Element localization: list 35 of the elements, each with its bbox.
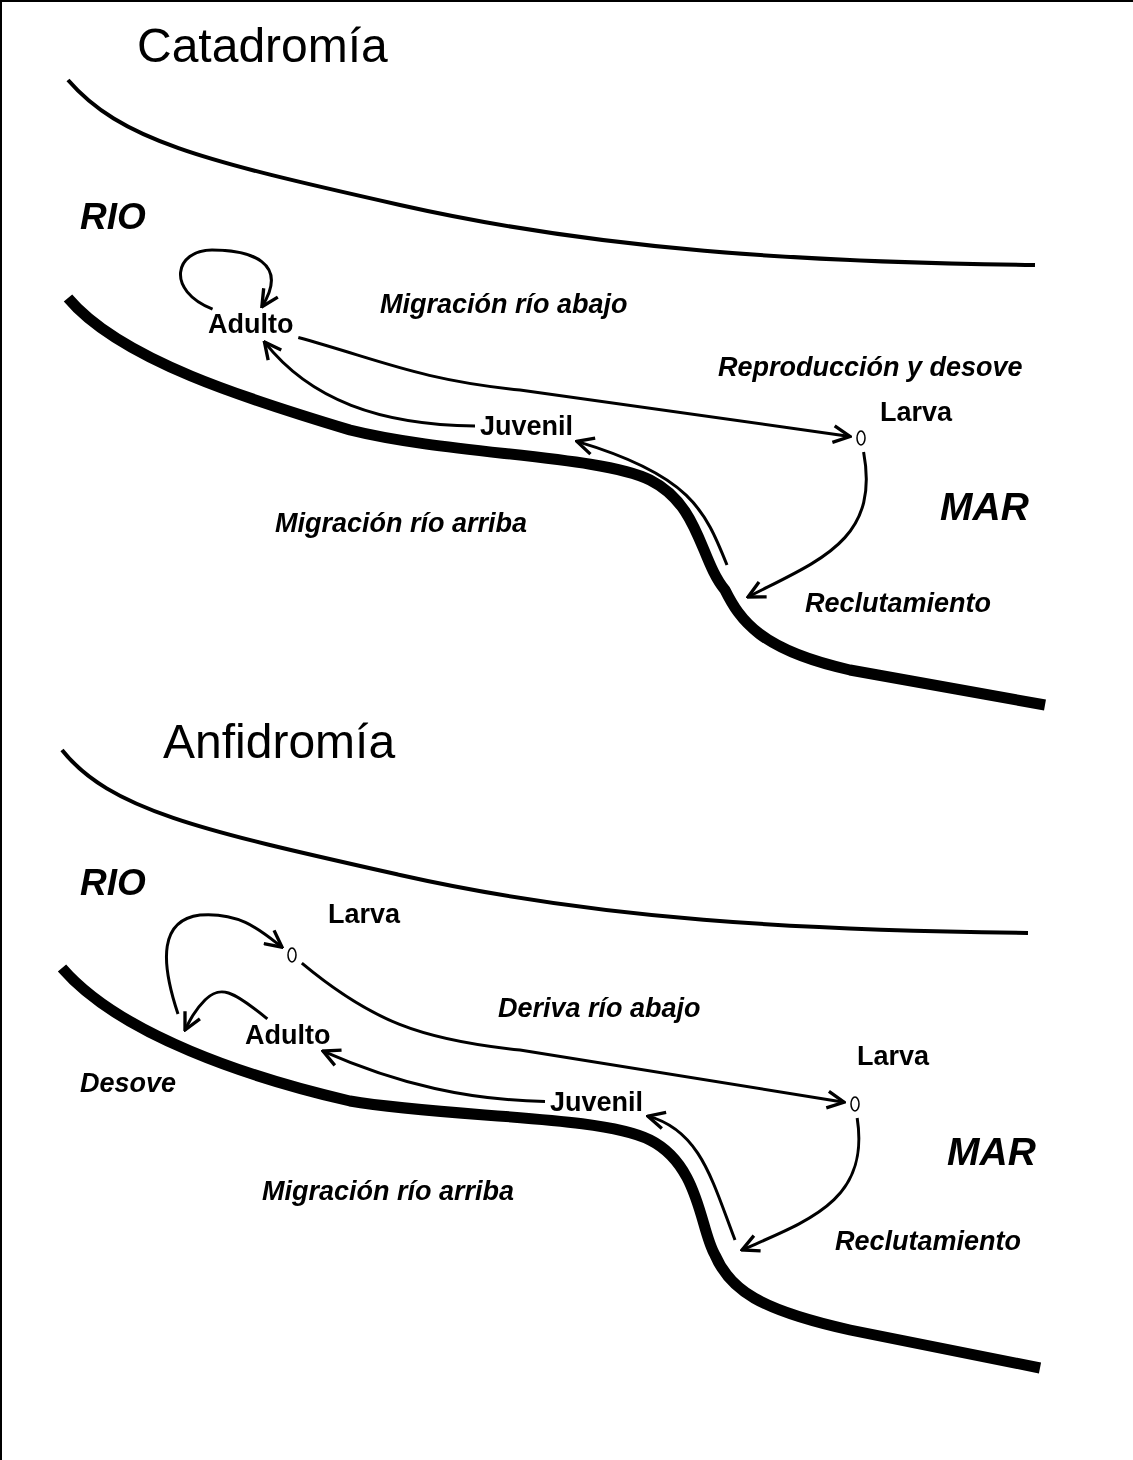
arrow xyxy=(262,340,476,428)
edge-label: Deriva río abajo xyxy=(498,995,701,1022)
arrow xyxy=(646,1112,737,1241)
edge-label: Migración río abajo xyxy=(380,291,628,318)
process-label: Desove xyxy=(80,1070,177,1097)
edge-label: Migración río arriba xyxy=(262,1178,515,1205)
arrow xyxy=(183,990,269,1032)
arrow xyxy=(300,962,846,1110)
stage-label: Adulto xyxy=(208,311,294,338)
edge-label: Migración río arriba xyxy=(275,510,528,537)
region-label: RIO xyxy=(80,198,146,235)
stage-label: Larva xyxy=(880,399,953,426)
arrow xyxy=(575,436,729,566)
edge-label: Reclutamiento xyxy=(805,590,992,617)
small-ellipse xyxy=(849,1095,861,1113)
stage-label: Adulto xyxy=(245,1022,331,1049)
arrow xyxy=(179,248,279,311)
section-title: Anfidromía xyxy=(163,718,396,766)
arrow xyxy=(746,451,868,599)
arrow xyxy=(165,913,284,1015)
section-title: Catadromía xyxy=(137,22,388,70)
stage-label: Juvenil xyxy=(550,1089,644,1116)
small-ellipse xyxy=(286,946,298,964)
small-ellipse xyxy=(855,429,867,447)
edge-label: Reclutamiento xyxy=(835,1228,1022,1255)
stage-label: Larva xyxy=(857,1043,930,1070)
arrow xyxy=(740,1117,861,1253)
arrow xyxy=(297,336,852,445)
stage-label: Juvenil xyxy=(480,413,574,440)
stage-label: Larva xyxy=(328,901,401,928)
process-label: Reproducción y desove xyxy=(718,354,1023,381)
region-label: MAR xyxy=(940,487,1029,526)
region-label: MAR xyxy=(947,1132,1036,1171)
region-label: RIO xyxy=(80,864,146,901)
arrow xyxy=(321,1048,546,1103)
